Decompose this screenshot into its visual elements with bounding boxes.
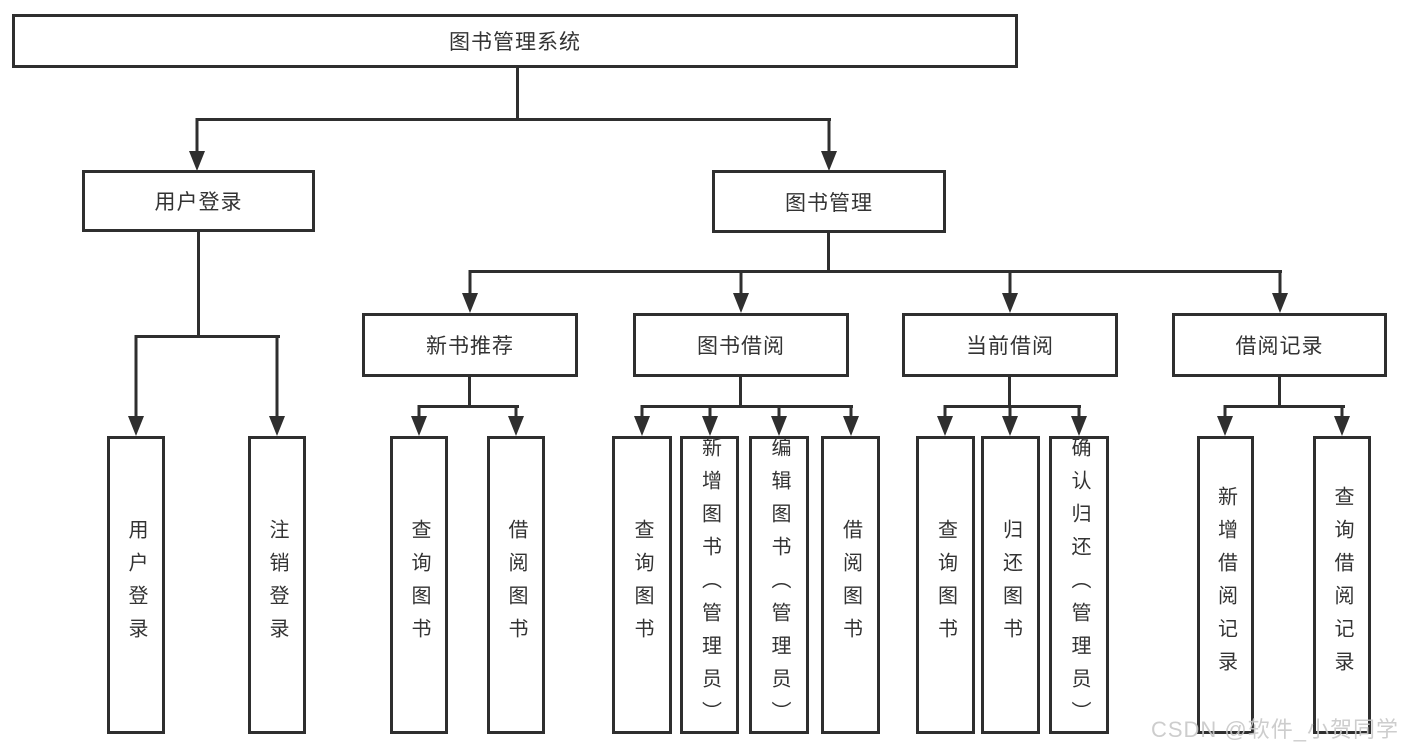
node-label: 查询图书 [631, 519, 653, 651]
node-label: 借阅图书 [839, 519, 862, 651]
connector-arrow [1272, 270, 1288, 313]
node-label: 编辑图书（管理员） [768, 436, 790, 734]
connector-arrow [1002, 270, 1018, 313]
node-label: 图书管理系统 [449, 31, 581, 54]
connector-line [418, 405, 519, 408]
node-query-books-borrowing: 查询图书 [612, 436, 672, 734]
node-query-books-current: 查询图书 [916, 436, 975, 734]
node-label: 借阅图书 [505, 519, 527, 651]
connector-arrow [1071, 405, 1087, 436]
connector-arrow [269, 335, 285, 436]
connector-arrow [702, 405, 718, 436]
node-user-login: 用户登录 [82, 170, 315, 232]
connector-line [827, 233, 830, 273]
connector-arrow [937, 405, 953, 436]
connector-line [469, 270, 1282, 273]
node-current-borrowing: 当前借阅 [902, 313, 1118, 377]
connector-line [739, 377, 742, 408]
connector-line [944, 405, 1081, 408]
connector-arrow [821, 118, 837, 171]
connector-arrow [1334, 405, 1350, 436]
connector-line [196, 118, 831, 121]
connector-arrow [411, 405, 427, 436]
connector-arrow [128, 335, 144, 436]
node-label: 确认归还（管理员） [1068, 436, 1090, 734]
connector-line [1278, 377, 1281, 408]
node-label: 用户登录 [154, 191, 243, 214]
node-borrow-books-borrowing: 借阅图书 [821, 436, 880, 734]
connector-arrow [733, 270, 749, 313]
node-add-book-admin: 新增图书（管理员） [680, 436, 739, 734]
connector-arrow [189, 118, 205, 171]
connector-arrow [1002, 405, 1018, 436]
node-label: 图书借阅 [697, 335, 785, 358]
connector-arrow [1217, 405, 1233, 436]
node-label: 新增图书（管理员） [698, 436, 721, 734]
node-library-management-system: 图书管理系统 [12, 14, 1018, 68]
node-label: 新增借阅记录 [1214, 486, 1237, 684]
node-label: 查询借阅记录 [1331, 486, 1353, 684]
connector-line [516, 66, 519, 119]
connector-arrow [508, 405, 524, 436]
connector-line [641, 405, 853, 408]
node-book-management: 图书管理 [712, 170, 946, 233]
node-label: 归还图书 [999, 519, 1022, 651]
connector-arrow [634, 405, 650, 436]
node-label: 查询图书 [408, 519, 430, 651]
connector-arrow [843, 405, 859, 436]
node-borrowing-records: 借阅记录 [1172, 313, 1387, 377]
connector-line [197, 232, 200, 338]
node-borrow-books-recommend: 借阅图书 [487, 436, 545, 734]
node-query-borrow-record: 查询借阅记录 [1313, 436, 1371, 734]
connector-arrow [462, 270, 478, 313]
node-logout: 注销登录 [248, 436, 306, 734]
node-label: 借阅记录 [1235, 335, 1324, 358]
node-return-books: 归还图书 [981, 436, 1040, 734]
node-edit-book-admin: 编辑图书（管理员） [749, 436, 809, 734]
node-add-borrow-record: 新增借阅记录 [1197, 436, 1254, 734]
node-confirm-return-admin: 确认归还（管理员） [1049, 436, 1109, 734]
node-new-book-recommendation: 新书推荐 [362, 313, 578, 377]
node-label: 用户登录 [125, 519, 147, 651]
connector-arrow [771, 405, 787, 436]
node-label: 注销登录 [266, 519, 288, 651]
node-query-books-recommend: 查询图书 [390, 436, 448, 734]
node-label: 查询图书 [934, 519, 957, 651]
node-user-login-leaf: 用户登录 [107, 436, 165, 734]
connector-line [135, 335, 280, 338]
node-label: 图书管理 [785, 191, 873, 215]
csdn-watermark: CSDN @软件_小贺同学 [1150, 717, 1399, 742]
connector-line [468, 377, 471, 408]
node-book-borrowing: 图书借阅 [633, 313, 849, 377]
connector-line [1008, 377, 1011, 408]
node-label: 当前借阅 [966, 335, 1054, 358]
node-label: 新书推荐 [426, 335, 514, 358]
connector-line [1224, 405, 1345, 408]
